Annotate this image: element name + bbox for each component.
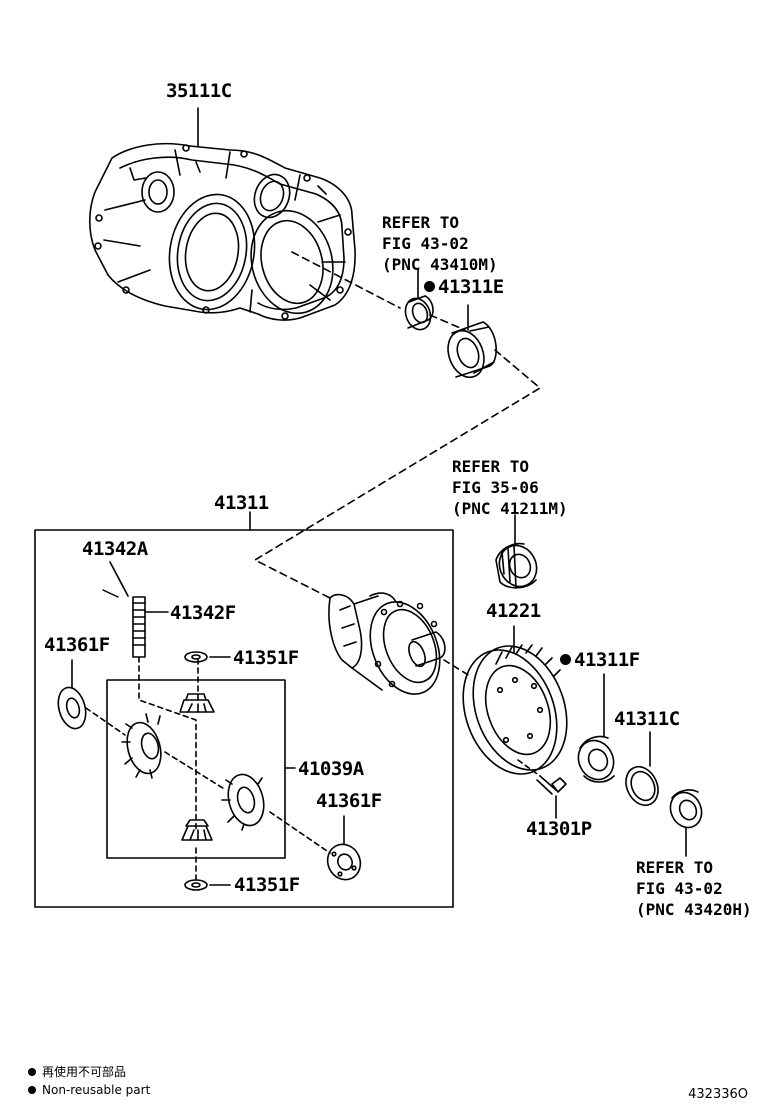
- label-thrust-washer-bottom: 41351F: [234, 874, 300, 896]
- side-washer-right-drawing: [326, 843, 362, 881]
- label-bearing-e-text: 41311E: [438, 276, 504, 298]
- legend-en-text: Non-reusable part: [42, 1083, 151, 1097]
- ref1-line3: (PNC 43410M): [382, 255, 498, 274]
- pin-a-drawing: [102, 589, 119, 598]
- dashed-centerline-lower: [443, 659, 471, 677]
- pinion-shaft-drawing: [132, 596, 146, 658]
- label-pin-f: 41342F: [170, 602, 236, 624]
- label-differential-assy: 41311: [214, 492, 269, 514]
- pinion-gear-top-drawing: [179, 693, 215, 713]
- label-housing: 35111C: [166, 80, 232, 102]
- dashed-centerline-upper: [254, 251, 541, 599]
- label-spacer-c: 41311C: [614, 708, 680, 730]
- leader-41342a: [109, 561, 129, 597]
- oil-seal-lower-drawing: [669, 789, 703, 829]
- reference-note-3: REFER TO FIG 43-02 (PNC 43420H): [636, 857, 752, 920]
- label-bearing-e: 41311E: [424, 278, 504, 297]
- bearing-f-drawing: [577, 735, 615, 783]
- bolt-drawing: [536, 775, 567, 795]
- oil-seal-upper-drawing: [404, 295, 434, 331]
- ref3-line1: REFER TO: [636, 858, 714, 877]
- label-bearing-f: 41311F: [560, 651, 640, 670]
- bearing-e-drawing: [447, 321, 497, 379]
- ref3-line3: (PNC 43420H): [636, 900, 752, 919]
- ref2-line1: REFER TO: [452, 457, 530, 476]
- label-washer-right: 41361F: [316, 790, 382, 812]
- ref2-line2: FIG 35-06: [452, 478, 539, 497]
- label-thrust-washer-top: 41351F: [233, 647, 299, 669]
- ref2-line3: (PNC 41211M): [452, 499, 568, 518]
- label-ring-gear: 41221: [486, 600, 541, 622]
- black-dot-icon: [560, 654, 571, 665]
- thrust-washer-top-drawing: [184, 651, 208, 663]
- dashed-assembly-lines: [85, 656, 331, 881]
- ref1-line1: REFER TO: [382, 213, 460, 232]
- label-pinion-kit: 41039A: [298, 758, 364, 780]
- label-washer-left: 41361F: [44, 634, 110, 656]
- side-washer-left-drawing: [57, 686, 87, 730]
- bearing-ref2-drawing: [495, 542, 538, 589]
- legend-cn-text: 再使用不可部品: [42, 1065, 127, 1079]
- thrust-washer-bottom-drawing: [184, 879, 208, 891]
- differential-assy-frame: [34, 529, 454, 908]
- figure-number: 432336O: [688, 1087, 748, 1102]
- dashed-bolt-line: [517, 759, 541, 777]
- label-bolt: 41301P: [526, 818, 592, 840]
- ring-gear-drawing: [462, 644, 568, 775]
- reference-note-1: REFER TO FIG 43-02 (PNC 43410M): [382, 212, 498, 275]
- black-dot-icon: [28, 1086, 36, 1094]
- spacer-c-drawing: [625, 765, 659, 807]
- side-gear-left-drawing: [121, 713, 162, 779]
- pinion-gear-bottom-drawing: [181, 819, 213, 841]
- black-dot-icon: [424, 281, 435, 292]
- legend-cn: 再使用不可部品: [28, 1066, 126, 1078]
- reference-note-2: REFER TO FIG 35-06 (PNC 41211M): [452, 456, 568, 519]
- label-pin-a: 41342A: [82, 538, 148, 560]
- transaxle-housing-drawing: [88, 142, 356, 321]
- ref1-line2: FIG 43-02: [382, 234, 469, 253]
- side-gear-right-drawing: [221, 773, 265, 831]
- black-dot-icon: [28, 1068, 36, 1076]
- ref3-line2: FIG 43-02: [636, 879, 723, 898]
- label-bearing-f-text: 41311F: [574, 649, 640, 671]
- legend-en: Non-reusable part: [28, 1084, 150, 1096]
- differential-case-drawing: [328, 592, 446, 695]
